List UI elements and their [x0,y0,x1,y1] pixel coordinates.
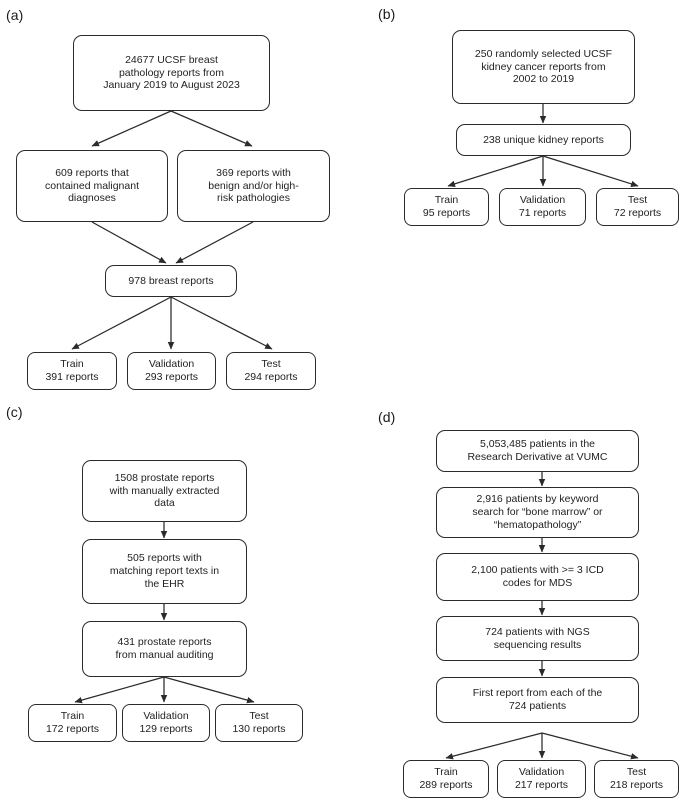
node-b-test: Test 72 reports [596,188,679,226]
node-a-malignant: 609 reports that contained malignant dia… [16,150,168,222]
node-b-validation-text: Validation 71 reports [518,194,567,219]
node-a-combined-text: 978 breast reports [128,274,214,287]
node-d-test-text: Test 218 reports [609,766,664,791]
node-d-ngs: 724 patients with NGS sequencing results [436,616,639,661]
node-c-matching-text: 505 reports with matching report texts i… [109,552,220,590]
node-d-first-report-text: First report from each of the 724 patien… [472,687,603,712]
node-d-source: 5,053,485 patients in the Research Deriv… [436,430,639,472]
node-a-combined: 978 breast reports [105,265,237,297]
node-c-source: 1508 prostate reports with manually extr… [82,460,247,522]
node-c-test-text: Test 130 reports [232,710,286,735]
node-a-train-text: Train 391 reports [45,358,99,383]
node-d-validation-text: Validation 217 reports [514,766,569,791]
node-c-matching: 505 reports with matching report texts i… [82,539,247,604]
node-d-train: Train 289 reports [403,760,489,798]
node-d-first-report: First report from each of the 724 patien… [436,677,639,723]
node-b-train: Train 95 reports [404,188,489,226]
node-a-source-text: 24677 UCSF breast pathology reports from… [103,53,240,92]
node-a-benign: 369 reports with benign and/or high- ris… [177,150,330,222]
node-b-unique-text: 238 unique kidney reports [483,133,604,146]
node-d-icd: 2,100 patients with >= 3 ICD codes for M… [436,553,639,601]
node-a-benign-text: 369 reports with benign and/or high- ris… [208,166,299,205]
node-a-validation: Validation 293 reports [127,352,216,390]
node-c-validation: Validation 129 reports [122,704,210,742]
node-b-source: 250 randomly selected UCSF kidney cancer… [452,30,635,104]
node-a-malignant-text: 609 reports that contained malignant dia… [45,166,139,205]
panel-label-c: (c) [6,404,23,420]
panel-label-d: (d) [378,409,396,425]
node-d-validation: Validation 217 reports [497,760,586,798]
node-d-keyword: 2,916 patients by keyword search for “bo… [436,487,639,538]
node-c-test: Test 130 reports [215,704,303,742]
node-b-test-text: Test 72 reports [613,194,662,219]
node-a-test: Test 294 reports [226,352,316,390]
node-d-icd-text: 2,100 patients with >= 3 ICD codes for M… [471,564,604,589]
node-b-validation: Validation 71 reports [499,188,586,226]
node-a-source: 24677 UCSF breast pathology reports from… [73,35,270,111]
node-b-train-text: Train 95 reports [422,194,471,219]
node-c-train-text: Train 172 reports [45,710,100,735]
node-d-keyword-text: 2,916 patients by keyword search for “bo… [472,493,603,531]
node-c-train: Train 172 reports [28,704,117,742]
node-a-test-text: Test 294 reports [244,358,298,383]
node-a-validation-text: Validation 293 reports [144,358,199,383]
panel-label-b: (b) [378,6,396,22]
panel-label-a: (a) [6,7,24,23]
node-d-source-text: 5,053,485 patients in the Research Deriv… [467,438,608,463]
node-b-source-text: 250 randomly selected UCSF kidney cancer… [474,47,613,86]
node-c-source-text: 1508 prostate reports with manually extr… [109,471,220,510]
node-b-unique: 238 unique kidney reports [456,124,631,156]
node-c-validation-text: Validation 129 reports [139,710,193,735]
node-d-test: Test 218 reports [594,760,679,798]
node-d-ngs-text: 724 patients with NGS sequencing results [485,625,590,651]
node-c-audited-text: 431 prostate reports from manual auditin… [115,636,214,661]
node-a-train: Train 391 reports [27,352,117,390]
node-c-audited: 431 prostate reports from manual auditin… [82,621,247,677]
node-d-train-text: Train 289 reports [419,766,473,791]
